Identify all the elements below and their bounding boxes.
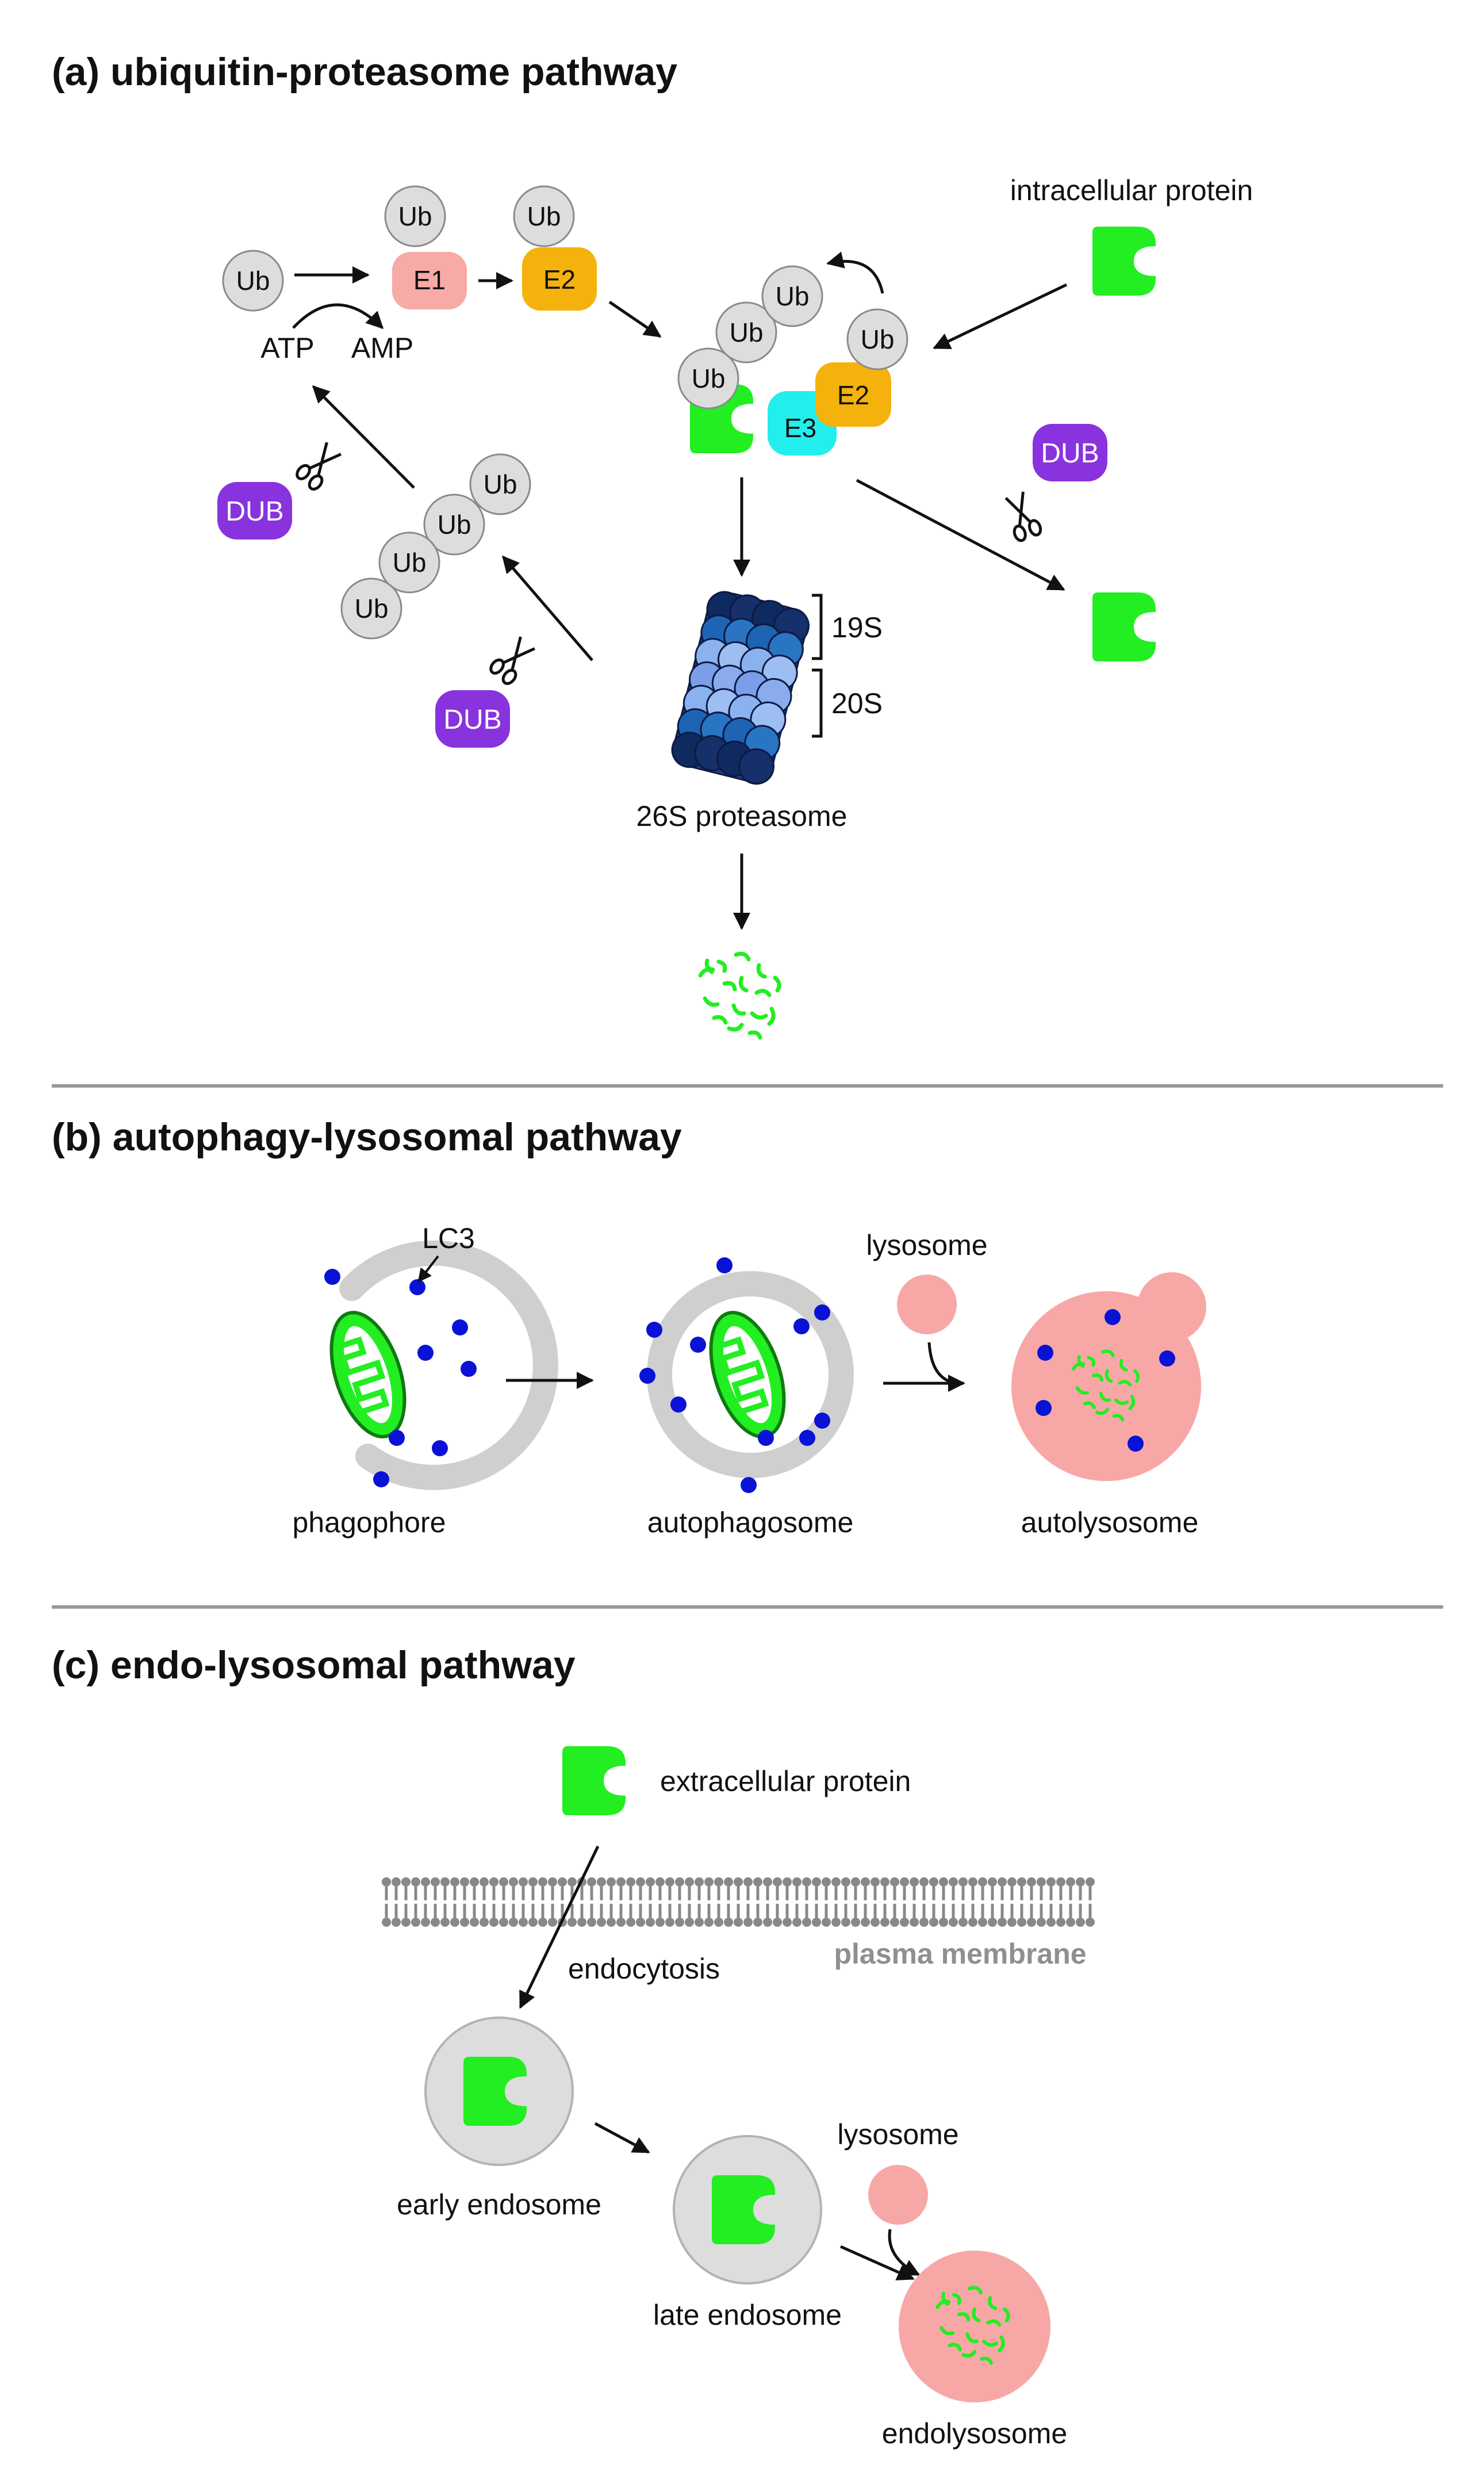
lc3-dots (639, 1257, 830, 1493)
panel-a: (a) ubiquitin-proteasome pathway Ub ATP … (52, 50, 1253, 1038)
ubiquitin-label: Ub (438, 510, 471, 539)
proteasome-26s (671, 591, 810, 785)
e1-enzyme: E1 (392, 252, 467, 309)
ubiquitin-label: Ub (861, 324, 895, 354)
scissors-icon (1002, 491, 1042, 542)
autophagosome-label: autophagosome (647, 1506, 854, 1539)
19s-label: 19S (831, 611, 883, 644)
ubiquitination-complex: E3 E2 Ub Ub Ub Ub (677, 251, 908, 456)
e2-enzyme: E2 (522, 247, 597, 311)
scissors-icon (294, 440, 344, 492)
scissors-icon (488, 634, 538, 686)
intracellular-protein (1092, 227, 1156, 296)
polyubiquitin-chain: Ub Ub Ub Ub (340, 453, 531, 640)
plasma-membrane-label: plasma membrane (834, 1938, 1086, 1970)
extracellular-protein-label: extracellular protein (660, 1765, 911, 1797)
panel-b-title: (b) autophagy-lysosomal pathway (52, 1115, 682, 1159)
late-endosome-label: late endosome (653, 2299, 842, 2331)
released-protein (1092, 592, 1156, 661)
dub-label: DUB (443, 705, 501, 735)
ubiquitin-label: Ub (730, 317, 764, 347)
mitochondrion (697, 1303, 798, 1446)
dub-label: DUB (225, 496, 283, 527)
e1-ubiquitin: Ub (384, 185, 446, 247)
lc3-dots (1036, 1309, 1175, 1452)
dub-enzyme-bottom: DUB (435, 690, 510, 748)
e1-label: E1 (413, 265, 446, 295)
endocytosis-label: endocytosis (568, 1953, 720, 1985)
autophagosome (639, 1257, 854, 1493)
dub-enzyme-right: DUB (1033, 424, 1107, 481)
autolysosome-label: autolysosome (1021, 1506, 1199, 1539)
peptide-fragments (700, 954, 779, 1038)
panel-c-title: (c) endo-lysosomal pathway (52, 1643, 576, 1687)
plasma-membrane (382, 1877, 1100, 1927)
amp-label: AMP (351, 332, 413, 364)
lysosome (897, 1275, 957, 1334)
autolysosome (1011, 1272, 1206, 1481)
e2-label: E2 (837, 380, 869, 410)
early-endosome-label: early endosome (397, 2188, 601, 2221)
ubiquitin-label: Ub (355, 594, 389, 623)
endolysosome-label: endolysosome (882, 2417, 1067, 2450)
panel-a-title: (a) ubiquitin-proteasome pathway (52, 50, 677, 94)
endolysosome (899, 2251, 1050, 2402)
phagophore (317, 1240, 558, 1490)
panel-b: (b) autophagy-lysosomal pathway LC3 phag… (52, 1115, 1206, 1539)
late-endosome (673, 2135, 822, 2285)
ubiquitin-label: Ub (484, 469, 517, 499)
lc3-dots (324, 1269, 477, 1487)
20s-label: 20S (831, 687, 883, 720)
extracellular-protein (562, 1746, 626, 1815)
lc3-label: LC3 (422, 1222, 475, 1254)
ubiquitin-label: Ub (776, 281, 810, 311)
e3-label: E3 (784, 413, 816, 443)
e2-ubiquitin: Ub (513, 185, 575, 247)
lysosome (868, 2165, 928, 2225)
intracellular-protein-label: intracellular protein (1010, 174, 1253, 206)
dub-enzyme-left: DUB (217, 482, 292, 539)
ubiquitin-label: Ub (692, 363, 726, 393)
dub-label: DUB (1041, 438, 1099, 469)
lysosome-label: lysosome (866, 1229, 987, 1261)
ubiquitin-label: Ub (236, 266, 270, 296)
lysosome-label: lysosome (837, 2118, 958, 2151)
ubiquitin-label: Ub (393, 548, 427, 577)
ubiquitin-label: Ub (398, 201, 432, 231)
panel-c: (c) endo-lysosomal pathway extracellular… (52, 1643, 1100, 2450)
ubiquitin-label: Ub (527, 201, 561, 231)
proteasome-label: 26S proteasome (636, 800, 848, 832)
phagophore-label: phagophore (293, 1506, 446, 1539)
e2-label: E2 (543, 265, 576, 294)
mitochondrion (317, 1303, 419, 1446)
free-ubiquitin: Ub (222, 250, 284, 312)
atp-label: ATP (260, 332, 315, 364)
early-endosome (424, 2016, 574, 2166)
